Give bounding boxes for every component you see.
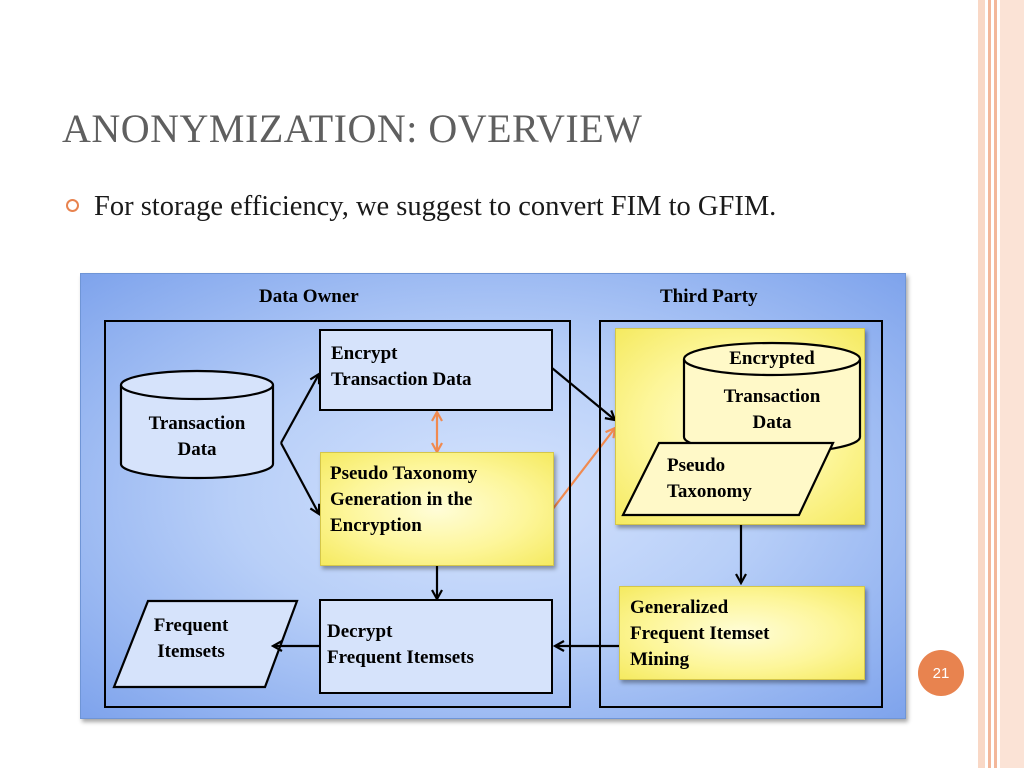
third-party-label: Third Party	[660, 286, 758, 307]
frequent-itemsets-shape	[112, 599, 299, 689]
gfim-mining-box: Generalized Frequent Itemset Mining	[619, 586, 865, 680]
data-owner-label: Data Owner	[259, 286, 359, 307]
encrypted-data-shapes	[621, 341, 862, 517]
arrow-transaction-to-encrypt	[280, 374, 319, 444]
third-party-panel	[599, 320, 883, 708]
diagram-canvas: Data Owner Third Party Transaction Data …	[80, 273, 906, 719]
arrow-transaction-to-pseudo	[280, 442, 319, 514]
pseudo-taxonomy-generation-box: Pseudo Taxonomy Generation in the Encryp…	[320, 452, 554, 566]
arrow-encrypt-to-thirdparty	[551, 367, 615, 420]
encrypted-label: Encrypted	[729, 348, 815, 369]
transaction-data-cylinder	[119, 369, 275, 480]
pseudo-taxonomy-label: Pseudo Taxonomy	[667, 455, 752, 502]
slide-title: ANONYMIZATION: OVERVIEW	[62, 106, 643, 151]
decrypt-frequent-itemsets-box: Decrypt Frequent Itemsets	[319, 599, 553, 694]
bullet-icon	[66, 199, 79, 212]
diagram-shapes	[112, 367, 905, 689]
encrypted-transaction-data-label: Transaction Data	[723, 386, 821, 433]
encrypted-data-container: Encrypted Transaction Data Pseudo Taxono…	[615, 328, 865, 525]
frequent-itemsets-label: Frequent Itemsets	[153, 615, 229, 662]
slide-number-badge: 21	[918, 650, 964, 696]
bullet-text: For storage efficiency, we suggest to co…	[94, 191, 777, 222]
arrow-pseudo-to-thirdparty	[551, 428, 615, 511]
transaction-data-label: Transaction Data	[148, 413, 246, 460]
encrypt-transaction-data-box: Encrypt Transaction Data	[319, 329, 553, 411]
data-owner-panel	[104, 320, 571, 708]
